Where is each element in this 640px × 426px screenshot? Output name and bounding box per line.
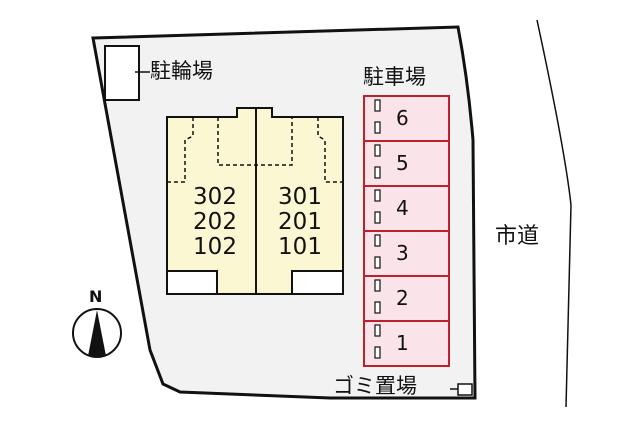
west-unit-rooms: 302 202 102	[180, 185, 250, 260]
road-label: 市道	[495, 224, 540, 249]
bicycle-parking-area	[104, 45, 140, 101]
road-edge-line	[536, 19, 572, 408]
room-102: 102	[193, 234, 237, 260]
room-202: 202	[193, 209, 237, 235]
room-302: 302	[193, 184, 237, 210]
east-unit-rooms: 301 201 101	[265, 185, 335, 260]
garbage-box	[457, 383, 473, 396]
dashed-floor-lines	[167, 117, 343, 183]
north-arrow-icon	[72, 308, 122, 358]
parking-space-4: 4	[396, 196, 409, 220]
garbage-label: ゴミ置場	[333, 374, 417, 398]
parking-space-5: 5	[396, 151, 409, 175]
parking-space-6: 6	[396, 106, 409, 130]
car-parking-label: 駐車場	[363, 65, 426, 89]
room-201: 201	[278, 209, 322, 235]
room-101: 101	[278, 234, 322, 260]
parking-space-2: 2	[396, 286, 409, 310]
room-301: 301	[278, 184, 322, 210]
entrance-box-west	[166, 270, 218, 295]
parking-space-1: 1	[396, 331, 409, 355]
entrance-box-east	[291, 270, 344, 295]
parking-lot	[363, 95, 450, 367]
north-label: N	[89, 287, 103, 306]
bicycle-parking-label: 駐輪場	[150, 59, 213, 83]
parking-space-3: 3	[396, 241, 409, 265]
